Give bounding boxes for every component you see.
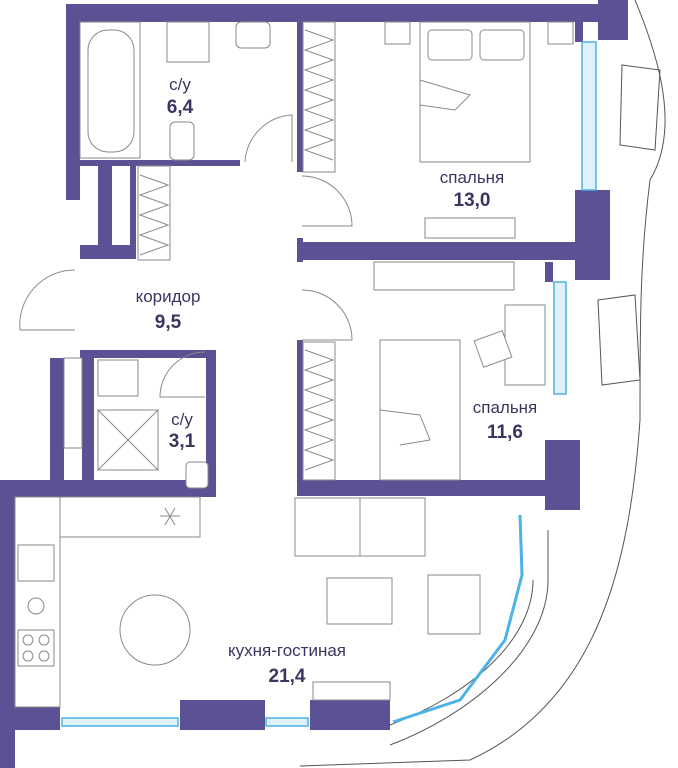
room-name: кухня-гостиная (228, 641, 346, 660)
room-label-bedroom-2: спальня 11,6 (473, 398, 538, 443)
room-label-bedroom-1: спальня 13,0 (440, 168, 505, 211)
room-name: с/у (171, 410, 193, 429)
room-name: коридор (136, 287, 201, 306)
room-name: спальня (473, 398, 538, 417)
room-name: спальня (440, 168, 505, 187)
furniture (14, 21, 574, 708)
room-label-bathroom-2: с/у 3,1 (169, 410, 196, 452)
room-area: 9,5 (155, 312, 182, 333)
room-label-corridor: коридор 9,5 (136, 287, 201, 333)
balcony-planters (597, 64, 661, 386)
room-area: 6,4 (167, 97, 194, 118)
doors (19, 114, 353, 398)
room-label-kitchen-living: кухня-гостиная 21,4 (228, 641, 346, 687)
room-area: 13,0 (454, 190, 491, 211)
room-name: с/у (169, 75, 191, 94)
balcony-outline (299, 0, 666, 767)
room-area: 21,4 (269, 666, 306, 687)
windows (61, 41, 597, 727)
walls (0, 0, 628, 768)
terrace-inner-edge (389, 530, 549, 746)
room-area: 3,1 (169, 431, 196, 452)
room-area: 11,6 (487, 422, 523, 443)
room-label-bathroom-1: с/у 6,4 (167, 75, 194, 118)
